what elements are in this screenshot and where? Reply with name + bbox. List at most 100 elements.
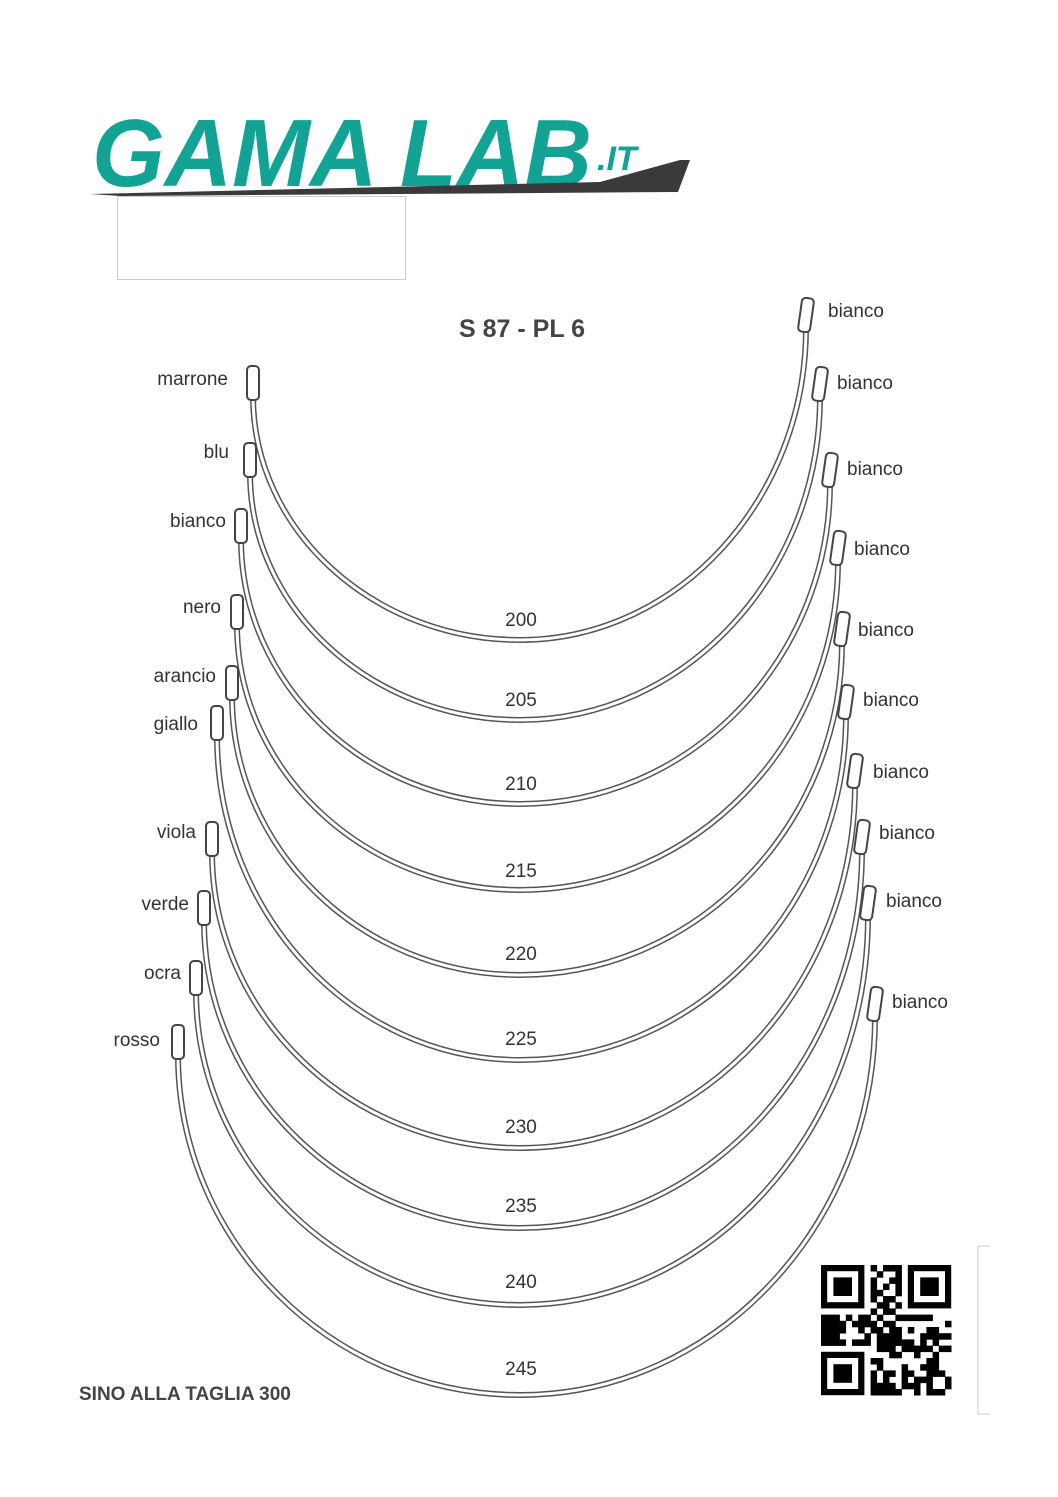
qr-module (858, 1320, 865, 1328)
qr-module (926, 1333, 933, 1340)
qr-module (827, 1314, 834, 1322)
qr-module (895, 1339, 902, 1346)
qr-module (920, 1345, 927, 1353)
left-tip-color-label: ocra (144, 963, 181, 984)
qr-module (914, 1389, 921, 1396)
left-tip-color-label: giallo (154, 714, 198, 735)
qr-module (876, 1327, 884, 1334)
wire-outline (229, 641, 845, 979)
qr-module (926, 1370, 933, 1377)
wire-outline (250, 327, 809, 644)
qr-module (883, 1265, 890, 1272)
qr-module (895, 1333, 902, 1340)
qr-module (901, 1370, 909, 1377)
qr-module (827, 1339, 834, 1346)
qr-module (889, 1277, 896, 1284)
qr-module (920, 1333, 927, 1340)
qr-module (889, 1308, 896, 1315)
qr-module (932, 1327, 940, 1334)
qr-module (920, 1376, 927, 1384)
qr-module (926, 1389, 933, 1396)
left-tip-color-label: arancio (154, 666, 216, 687)
qr-module (876, 1389, 884, 1396)
qr-module (945, 1320, 952, 1328)
qr-module (938, 1389, 946, 1396)
qr-module (876, 1333, 884, 1340)
qr-module (858, 1339, 865, 1346)
qr-module (895, 1271, 902, 1278)
qr-module (945, 1382, 952, 1390)
wire-inner (194, 915, 870, 1307)
qr-module (907, 1339, 915, 1346)
qr-module (914, 1351, 921, 1359)
qr-finder-center (833, 1364, 852, 1383)
qr-module (895, 1327, 902, 1334)
size-label: 200 (505, 610, 537, 631)
wire-200: marrone bianco 200 (157, 296, 884, 644)
qr-module (914, 1382, 921, 1390)
qr-module (858, 1314, 865, 1322)
left-tip-cap (234, 508, 248, 544)
qr-module (839, 1327, 847, 1334)
qr-module (833, 1327, 840, 1334)
qr-finder-center (833, 1277, 852, 1296)
left-tip-cap (246, 365, 260, 401)
qr-finder (907, 1264, 952, 1309)
left-tip-color-label: marrone (157, 369, 228, 390)
qr-module (895, 1277, 902, 1284)
qr-module (839, 1320, 847, 1328)
right-tip-color-label: bianco (873, 762, 929, 783)
qr-module (864, 1333, 871, 1340)
wire-outline (247, 396, 823, 724)
qr-module (870, 1382, 878, 1390)
left-tip-color-label: nero (183, 597, 221, 618)
qr-module (870, 1308, 878, 1315)
right-tip-color-label: bianco (892, 992, 948, 1013)
qr-module (883, 1339, 890, 1346)
qr-module (876, 1289, 884, 1297)
gamalab-logo: GAMA LAB .IT (90, 100, 690, 207)
right-tip-cap (846, 752, 864, 790)
qr-module (889, 1320, 896, 1328)
qr-module (883, 1333, 890, 1340)
qr-module (889, 1339, 896, 1346)
qr-module (889, 1265, 896, 1272)
right-tip-color-label: bianco (837, 373, 893, 394)
qr-finder (820, 1351, 865, 1396)
right-tip-color-label: bianco (858, 620, 914, 641)
qr-module (895, 1302, 902, 1309)
qr-module (827, 1333, 834, 1340)
qr-module (901, 1382, 909, 1390)
qr-module (920, 1339, 927, 1346)
right-tip-color-label: bianco (828, 301, 884, 322)
qr-module (901, 1376, 909, 1384)
qr-module (870, 1289, 878, 1297)
qr-module (845, 1314, 853, 1322)
wire-inner (248, 396, 822, 722)
qr-module (889, 1327, 896, 1334)
qr-module (870, 1327, 878, 1334)
qr-module (883, 1370, 890, 1377)
qr-module (926, 1314, 933, 1322)
right-tip-color-label: bianco (886, 891, 942, 912)
left-tip-color-label: rosso (114, 1030, 160, 1051)
footer-note: SINO ALLA TAGLIA 300 (79, 1384, 291, 1405)
qr-module (827, 1327, 834, 1334)
qr-module (901, 1314, 909, 1322)
blank-box (117, 196, 406, 280)
qr-module (883, 1302, 890, 1309)
qr-module (870, 1320, 878, 1328)
qr-finder-center (920, 1277, 939, 1296)
qr-module (876, 1339, 884, 1346)
qr-code[interactable] (820, 1264, 952, 1396)
left-tip-cap (197, 890, 211, 926)
qr-module (926, 1376, 933, 1384)
qr-module (945, 1376, 952, 1384)
qr-module (932, 1389, 940, 1396)
